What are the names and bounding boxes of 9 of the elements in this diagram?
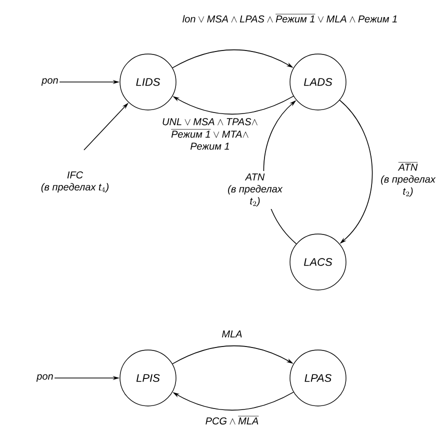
input-label: pon	[36, 374, 53, 382]
edge-label: $\mbox{MLA}$	[220, 330, 244, 338]
input-label: pon	[41, 78, 58, 86]
edge-label: $\begin{array}{c}\mbox{IFC}\\ \mbox{(в пределах }\mbox{t}_{4}\mbox{)}\end{array}$	[34, 169, 116, 195]
edge-label: $\begin{array}{c}\overline{\mbox{ATN}}\\ \mbox{(в пределах}\\ \mbox{t}_{2}\mbox{)}\end{array}$	[374, 160, 442, 200]
edge-label: $\begin{array}{c}\mbox{ATN}\\ \mbox{(в пределах}\\ \mbox{t}_{2}\mbox{)}\end{array}$	[222, 171, 288, 209]
edge-label: $\begin{array}{c}\mbox{UNL}\vee\mbox{MSA}\wedge\mbox{TPAS}\wedge\\ \overline{\mbox{Режим 1}}\vee\mbox{MTA}\wedge\\ \mbox{Режим 1}\end{array}$	[156, 116, 264, 154]
edge-label: $\mbox{lon}\vee\mbox{MSA}\wedge\mbox{LPAS}\wedge\overline{\mbox{Режим 1}}\vee\mbox{MLA}\wedge\mbox{Режим 1}$	[181, 12, 399, 24]
edge-label: $\mbox{PCG}\wedge\overline{\mbox{MLA}}$	[204, 414, 260, 426]
